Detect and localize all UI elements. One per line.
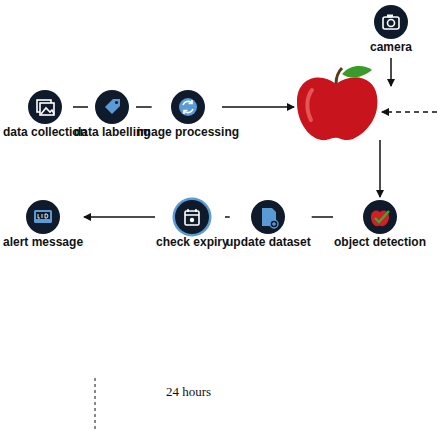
detect-arrow <box>379 140 381 197</box>
icon-circle <box>26 200 60 234</box>
icon-circle <box>28 90 62 124</box>
icon-node: image processing <box>137 90 239 139</box>
icon-node: check expiry <box>156 200 229 249</box>
flow-connector <box>73 106 88 108</box>
node-icon <box>374 5 408 39</box>
node-label: object detection <box>334 236 426 249</box>
node-label: camera <box>370 41 412 54</box>
node-label: check expiry <box>156 236 229 249</box>
flow-connector <box>312 216 333 218</box>
icon-circle <box>175 200 209 234</box>
camera-arrow <box>390 58 392 86</box>
node-icon <box>363 200 397 234</box>
node-icon <box>95 90 129 124</box>
icon-circle <box>374 5 408 39</box>
icon-node: update dataset <box>226 200 311 249</box>
flow-connector <box>84 216 155 218</box>
node-label: image processing <box>137 126 239 139</box>
icon-circle <box>251 200 285 234</box>
icon-node: alert message <box>3 200 83 249</box>
node-icon <box>171 90 205 124</box>
icon-circle <box>363 200 397 234</box>
node-label: alert message <box>3 236 83 249</box>
process-arrow <box>222 106 294 108</box>
icon-node: camera <box>370 5 412 54</box>
node-icon <box>26 200 60 234</box>
flow-connector <box>136 106 152 108</box>
node-icon <box>251 200 285 234</box>
node-icon <box>175 200 209 234</box>
flow-connector <box>225 216 230 218</box>
icon-circle <box>95 90 129 124</box>
feedback-dashed-arrow <box>382 111 437 113</box>
icon-circle <box>171 90 205 124</box>
node-label: update dataset <box>226 236 311 249</box>
timer-dashed-line <box>95 378 96 432</box>
apple-picture <box>297 66 378 140</box>
node-icon <box>28 90 62 124</box>
icon-node: object detection <box>334 200 426 249</box>
time-note: 24 hours <box>166 384 211 400</box>
